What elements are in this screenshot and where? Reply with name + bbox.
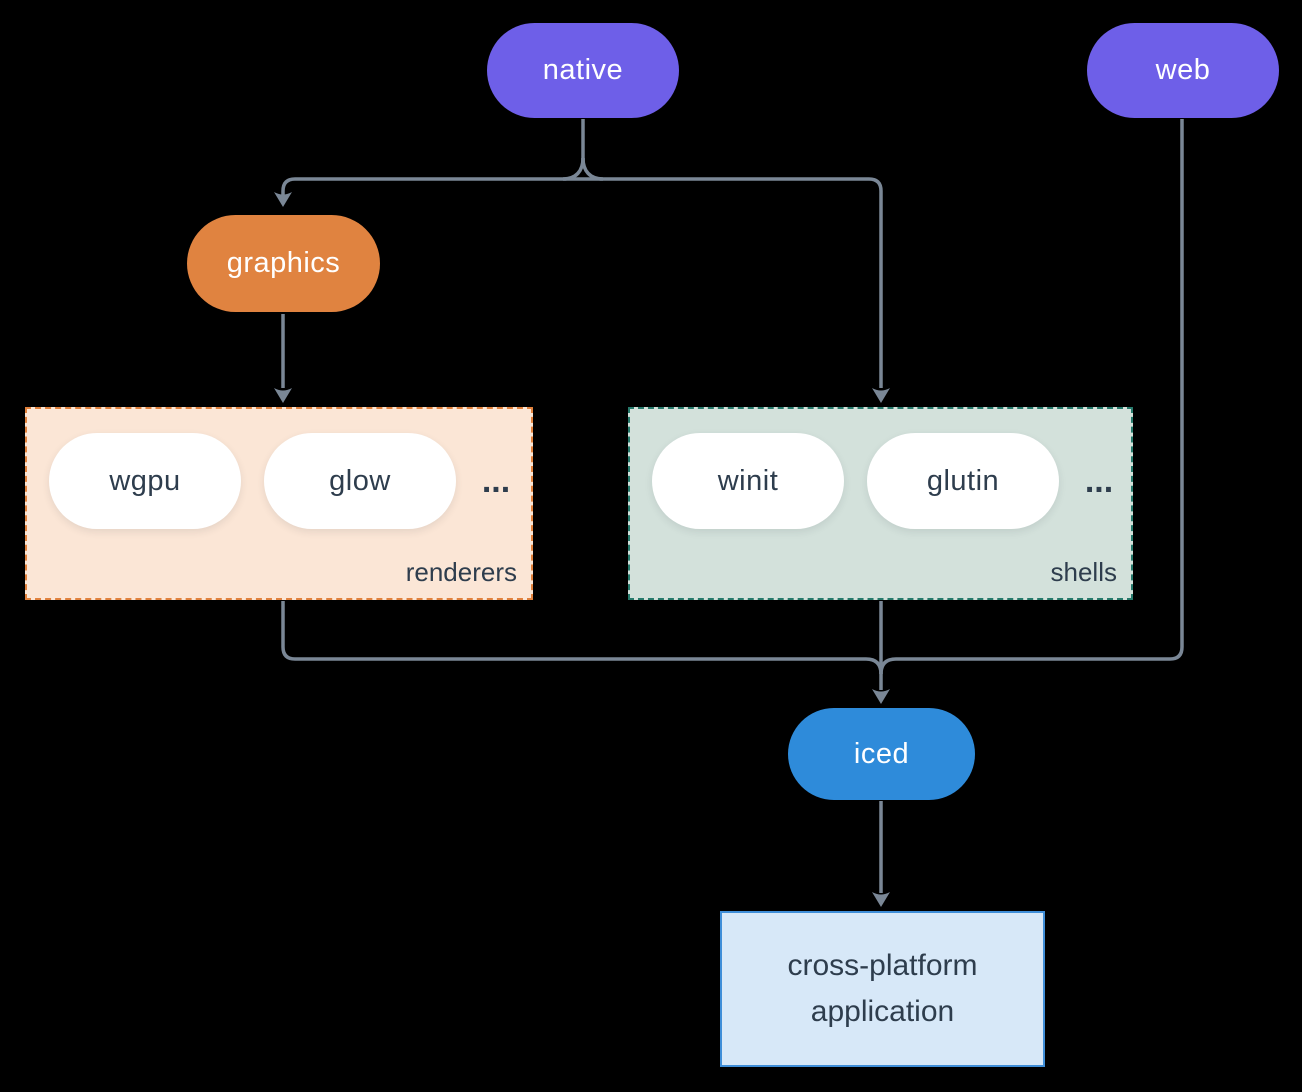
edge-native-flare-left [562, 157, 585, 181]
node-winit: winit [652, 433, 844, 529]
edge-renderers-junction [281, 601, 883, 675]
node-iced: iced [788, 708, 975, 800]
edge-branch [281, 177, 883, 388]
node-graphics: graphics [187, 215, 380, 312]
node-web: web [1087, 23, 1279, 118]
group-shells: winit glutin ... shells [628, 407, 1133, 600]
node-glutin: glutin [867, 433, 1059, 529]
edge-native-flare-right [581, 157, 604, 181]
renderers-group-label: renderers [405, 557, 517, 587]
node-wgpu: wgpu [49, 433, 241, 529]
shells-ellipsis: ... [1084, 461, 1114, 500]
arrow-into-renderers [274, 388, 292, 403]
shells-group-label: shells [1050, 557, 1117, 587]
group-renderers: wgpu glow ... renderers [25, 407, 533, 600]
renderers-ellipsis: ... [481, 461, 511, 500]
node-native: native [487, 23, 679, 118]
app-label-line2: application [810, 995, 955, 1028]
node-glow: glow [264, 433, 456, 529]
arrow-into-app [872, 892, 890, 907]
arrow-into-shells [872, 388, 890, 403]
arrow-into-graphics [274, 192, 292, 207]
app-label-line1: cross-platform [787, 949, 978, 982]
arrow-into-iced [872, 689, 890, 704]
node-cross-platform-application: cross-platform application [720, 911, 1045, 1067]
